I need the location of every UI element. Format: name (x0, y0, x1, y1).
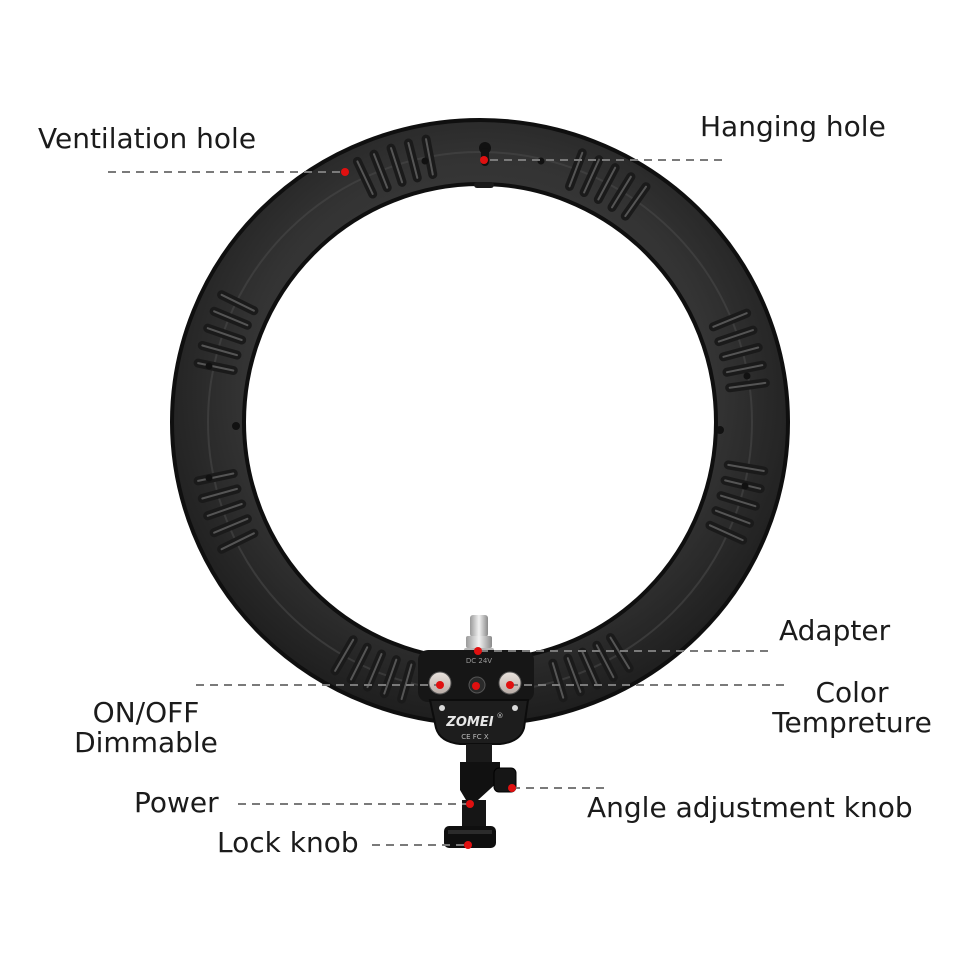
vent-slot-highlight (206, 503, 243, 517)
pointer-adapter (474, 647, 482, 655)
vent-slot-highlight (220, 532, 255, 551)
brand-registered-mark: ® (497, 712, 504, 720)
label-color-temperature-line1: Color (815, 676, 889, 709)
vent-slot-highlight (597, 166, 617, 201)
vent-slot-highlight (334, 638, 355, 672)
pointer-angle-knob (508, 784, 516, 792)
ring-screw-holes (205, 157, 751, 490)
brand-logo: ZOMEI (445, 715, 493, 730)
label-ventilation-hole: Ventilation hole (38, 122, 257, 155)
vent-group-right-lower (705, 460, 769, 545)
vent-slot-highlight (551, 662, 565, 699)
vent-slot-highlight (220, 293, 255, 312)
vent-slot-highlight (609, 636, 631, 670)
vent-slot-highlight (568, 151, 584, 188)
vent-slot-highlight (373, 153, 389, 189)
vent-group-top-left (352, 134, 438, 199)
vent-group-bottom-left (330, 635, 416, 704)
label-lock-knob: Lock knob (217, 826, 359, 859)
certification-marks: CE FC X (461, 733, 489, 741)
label-hanging-hole: Hanging hole (700, 110, 886, 143)
label-adapter: Adapter (779, 614, 891, 647)
vent-slot-highlight (581, 651, 599, 687)
vent-slot-highlight (728, 381, 767, 389)
label-angle-adjustment-knob: Angle adjustment knob (587, 791, 913, 824)
vent-slot-highlight (425, 138, 434, 176)
vent-slot-highlight (213, 310, 249, 327)
bracket: ZOMEI ® CE FC X (428, 699, 530, 745)
vent-slot-highlight (197, 472, 235, 482)
pointer-power (466, 800, 474, 808)
swivel-mount (444, 744, 517, 848)
vent-group-left-upper (193, 290, 259, 375)
vent-slot-highlight (717, 329, 754, 343)
pointer-lock-knob (464, 841, 472, 849)
vent-slot-highlight (611, 175, 632, 209)
pointer-hanging-hole (480, 156, 488, 164)
vent-slot-highlight (201, 487, 238, 500)
control-panel: DC 24V (418, 650, 534, 702)
vent-slot-highlight (708, 524, 744, 542)
ventilation-slots (193, 134, 770, 704)
leader-lines (108, 159, 790, 846)
vent-slot-highlight (213, 517, 249, 534)
vent-slot-highlight (206, 327, 243, 341)
label-color-temperature: Color Tempreture (770, 676, 934, 740)
vent-slot-highlight (714, 509, 751, 525)
vent-slot-highlight (201, 344, 238, 357)
pointer-dimmer (436, 681, 444, 689)
vent-slot-highlight (566, 657, 582, 693)
vent-slot-highlight (720, 494, 757, 508)
pointer-power-switch (472, 682, 480, 690)
vent-slot-highlight (390, 147, 404, 184)
label-color-temperature-line2: Tempreture (772, 706, 932, 740)
vent-group-top-right (565, 148, 651, 221)
label-power: Power (134, 786, 219, 819)
vent-slot-highlight (722, 346, 760, 358)
label-on-off-dimmable: ON/OFF Dimmable (66, 696, 226, 760)
vent-slot-highlight (350, 646, 369, 681)
label-on-off-line2: Dimmable (74, 726, 218, 760)
pointer-ventilation-hole (341, 168, 349, 176)
vent-slot-highlight (356, 160, 374, 195)
vent-slot-highlight (726, 364, 764, 374)
vent-slot-highlight (583, 158, 600, 194)
pointer-dots (341, 156, 516, 849)
vent-slot-highlight (383, 658, 398, 695)
vent-slot-highlight (400, 663, 413, 701)
vent-slot-highlight (407, 142, 419, 179)
vent-slot-highlight (366, 653, 383, 689)
panel-voltage-text: DC 24V (466, 657, 492, 665)
pointer-color-temperature (506, 681, 514, 689)
vent-slot-highlight (727, 463, 765, 472)
label-on-off-line1: ON/OFF (92, 696, 200, 729)
vent-group-bottom-right (548, 633, 634, 703)
vent-slot-highlight (624, 185, 647, 218)
vent-slot-highlight (712, 312, 748, 328)
vent-slot-highlight (197, 362, 235, 372)
vent-group-left-lower (193, 469, 259, 554)
vent-group-right-upper (708, 308, 770, 393)
